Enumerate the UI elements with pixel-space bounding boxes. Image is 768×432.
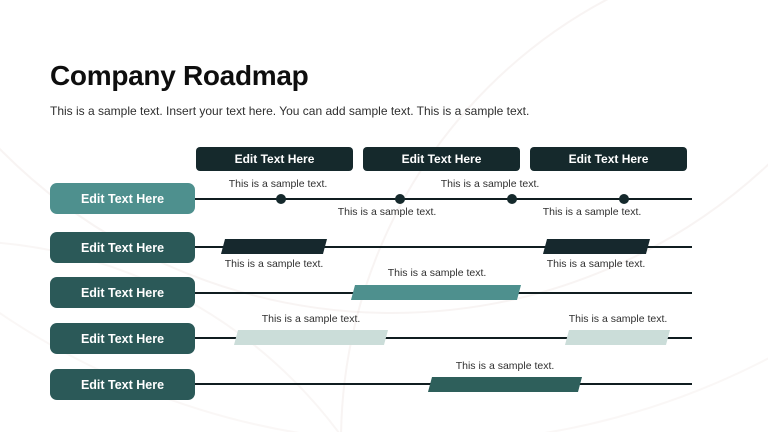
subtitle-text: This is a sample text. Insert your text …: [50, 104, 530, 118]
milestone-dot: [276, 194, 286, 204]
bar-label[interactable]: This is a sample text.: [546, 258, 646, 270]
timeline-line-1: [195, 198, 692, 200]
row-label-pill-2[interactable]: Edit Text Here: [50, 232, 195, 263]
timeline-bar[interactable]: [220, 239, 328, 254]
column-header-1[interactable]: Edit Text Here: [196, 147, 353, 171]
milestone-label[interactable]: This is a sample text.: [337, 206, 437, 218]
column-header-2[interactable]: Edit Text Here: [363, 147, 520, 171]
milestone-dot: [619, 194, 629, 204]
timeline-line-4: [195, 337, 692, 339]
row-label-pill-4[interactable]: Edit Text Here: [50, 323, 195, 354]
row-label-pill-1[interactable]: Edit Text Here: [50, 183, 195, 214]
row-label-pill-3[interactable]: Edit Text Here: [50, 277, 195, 308]
timeline-line-2: [195, 246, 692, 248]
milestone-label[interactable]: This is a sample text.: [440, 178, 540, 190]
timeline-bar[interactable]: [564, 330, 671, 345]
bar-label[interactable]: This is a sample text.: [387, 267, 487, 279]
milestone-label[interactable]: This is a sample text.: [228, 178, 328, 190]
timeline-bar[interactable]: [542, 239, 651, 254]
bar-label[interactable]: This is a sample text.: [568, 313, 668, 325]
bar-label[interactable]: This is a sample text.: [261, 313, 361, 325]
row-label-pill-5[interactable]: Edit Text Here: [50, 369, 195, 400]
milestone-label[interactable]: This is a sample text.: [542, 206, 642, 218]
bar-label[interactable]: This is a sample text.: [224, 258, 324, 270]
milestone-dot: [507, 194, 517, 204]
column-header-3[interactable]: Edit Text Here: [530, 147, 687, 171]
timeline-bar[interactable]: [233, 330, 389, 345]
milestone-dot: [395, 194, 405, 204]
bar-label[interactable]: This is a sample text.: [455, 360, 555, 372]
timeline-bar[interactable]: [350, 285, 522, 300]
timeline-bar[interactable]: [427, 377, 583, 392]
page-title: Company Roadmap: [50, 60, 309, 91]
